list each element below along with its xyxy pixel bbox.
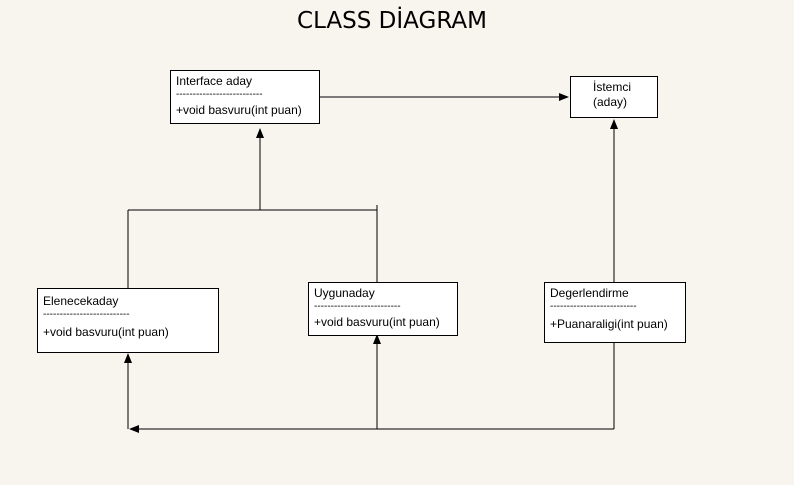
class-name: İstemci — [593, 80, 632, 94]
class-method: +void basvuru(int puan) — [43, 325, 169, 339]
class-separator: -------------------------- — [314, 301, 401, 312]
class-istemci: İstemci (aday) — [570, 76, 658, 118]
class-degerlendirme: Degerlendirme --------------------------… — [544, 282, 686, 343]
class-method: +void basvuru(int puan) — [314, 315, 440, 329]
class-uygunaday: Uygunaday -------------------------- +vo… — [308, 282, 458, 336]
class-stereotype: (aday) — [593, 95, 628, 109]
class-method: +void basvuru(int puan) — [176, 103, 302, 117]
class-elenecekaday: Elenecekaday -------------------------- … — [37, 288, 219, 353]
class-separator: -------------------------- — [550, 301, 637, 312]
class-separator: -------------------------- — [176, 89, 263, 100]
class-name: Uygunaday — [314, 286, 375, 300]
class-separator: -------------------------- — [43, 309, 130, 320]
class-interface-aday: Interface aday -------------------------… — [170, 70, 320, 124]
diagram-title: CLASS DİAGRAM — [297, 8, 487, 34]
class-method: +Puanaraligi(int puan) — [550, 317, 668, 331]
class-name: Interface aday — [176, 74, 253, 88]
class-name: Elenecekaday — [43, 294, 119, 308]
class-name: Degerlendirme — [550, 286, 629, 300]
